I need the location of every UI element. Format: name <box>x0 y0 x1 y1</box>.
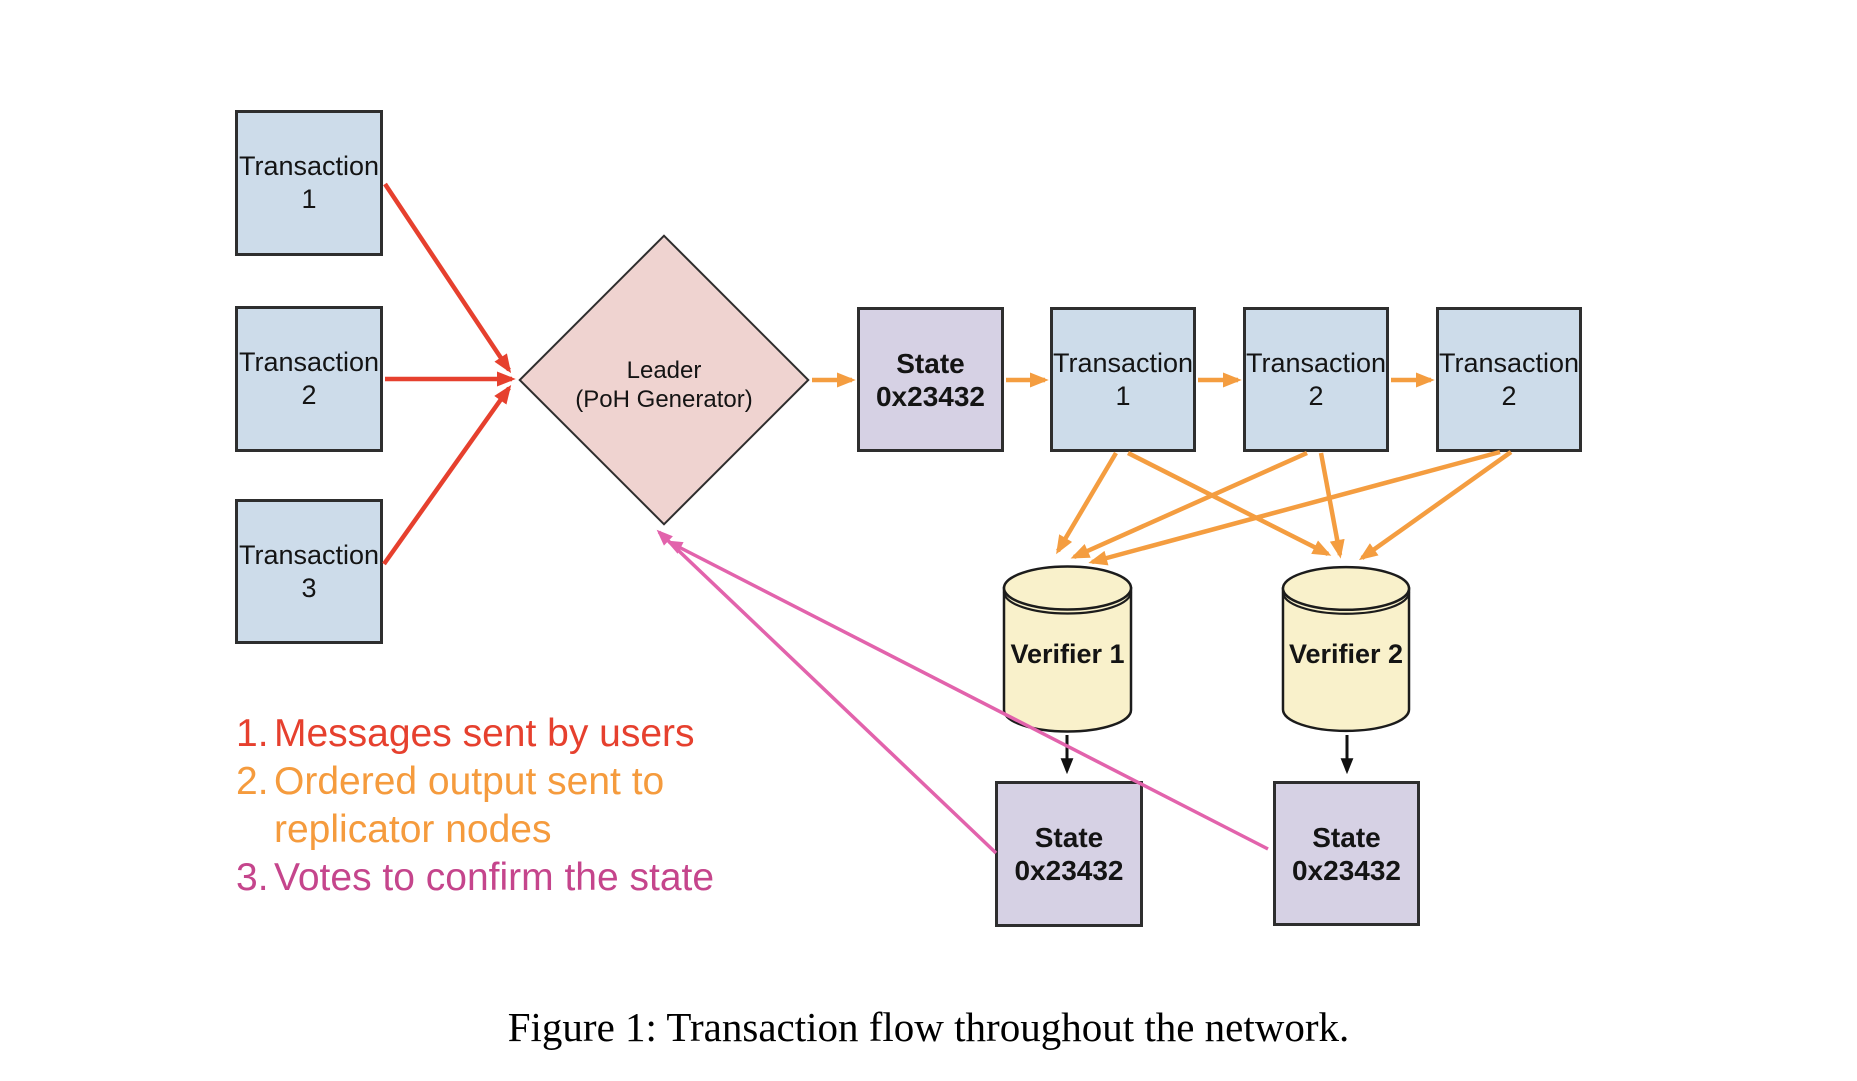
leader-label: Leader (PoH Generator) <box>544 356 784 414</box>
state-bottom-1-label: State 0x23432 <box>1014 821 1123 887</box>
legend-item-3-number: 3. <box>236 856 269 899</box>
figure-caption: Figure 1: Transaction flow throughout th… <box>507 1004 1350 1050</box>
verifier-1-cylinder: Verifier 1 <box>1002 563 1133 735</box>
verifier-2-cylinder-shape <box>1281 565 1411 733</box>
state-bottom-2-line2: 0x23432 <box>1291 854 1401 886</box>
transaction-3-top-line1: Transaction <box>1438 347 1580 378</box>
verifier-2-cylinder: Verifier 2 <box>1281 563 1411 735</box>
state-bottom-2-label: State 0x23432 <box>1292 821 1401 887</box>
state-bottom-1-line2: 0x23432 <box>1014 855 1124 886</box>
legend-item-votes: 3. Votes to confirm the state <box>236 854 756 902</box>
state-top-line1: State <box>896 347 965 379</box>
transaction-3-top-line2: 2 <box>1501 380 1517 411</box>
transaction-1-top-line1: Transaction <box>1052 347 1194 378</box>
state-bottom-1-line1: State <box>1034 822 1104 853</box>
transaction-2-top-line1: Transaction <box>1245 347 1387 378</box>
legend-item-1-number: 1. <box>236 712 269 755</box>
transaction-3-left-line1: Transaction <box>238 539 380 570</box>
transaction-2-top-label: Transaction 2 <box>1246 347 1386 413</box>
arrow-tx2-to-verifier1 <box>1070 450 1308 560</box>
transaction-1-left-label: Transaction 1 <box>239 150 379 216</box>
transaction-2-left-line2: 2 <box>301 380 317 410</box>
vote-line-state2-to-leader <box>666 540 1269 851</box>
transaction-3-top-box: Transaction 2 <box>1436 307 1582 452</box>
transaction-3-top-label: Transaction 2 <box>1439 347 1579 413</box>
transaction-2-left-box: Transaction 2 <box>235 306 383 452</box>
state-top-box: State 0x23432 <box>857 307 1004 452</box>
transaction-3-left-line2: 3 <box>301 572 317 603</box>
arrow-tx3-to-verifier2 <box>1358 450 1513 561</box>
leader-label-line2: (PoH Generator) <box>575 386 753 413</box>
transaction-1-top-box: Transaction 1 <box>1050 307 1196 452</box>
legend-item-2-text: Ordered output sent to replicator nodes <box>274 760 665 851</box>
legend: 1. Messages sent by users 2. Ordered out… <box>236 710 756 902</box>
legend-item-2-number: 2. <box>236 760 269 803</box>
transaction-1-left-line1: Transaction <box>238 151 380 181</box>
state-top-label: State 0x23432 <box>876 347 985 413</box>
transaction-3-left-label: Transaction 3 <box>239 539 379 605</box>
leader-label-line1: Leader <box>626 357 702 384</box>
transaction-1-top-label: Transaction 1 <box>1053 347 1193 413</box>
arrow-tx1-to-leader <box>383 182 512 374</box>
state-bottom-2-box: State 0x23432 <box>1273 781 1420 926</box>
arrow-tx3-to-leader <box>382 384 512 566</box>
arrow-tx1-to-verifier1 <box>1056 451 1118 555</box>
transaction-1-left-box: Transaction 1 <box>235 110 383 256</box>
transaction-1-left-line2: 1 <box>301 184 317 214</box>
arrow-tx3-to-verifier1 <box>1088 449 1501 566</box>
transaction-2-top-box: Transaction 2 <box>1243 307 1389 452</box>
legend-item-1-text: Messages sent by users <box>274 712 695 755</box>
state-top-line2: 0x23432 <box>875 380 985 412</box>
arrow-tx1-to-verifier2 <box>1126 450 1332 557</box>
arrow-tx2-to-verifier2 <box>1318 452 1345 559</box>
state-bottom-2-line1: State <box>1312 821 1381 853</box>
legend-item-3-text: Votes to confirm the state <box>274 856 715 899</box>
transaction-1-top-line2: 1 <box>1115 380 1131 411</box>
transaction-2-left-line1: Transaction <box>238 347 380 377</box>
transaction-2-top-line2: 2 <box>1308 380 1324 411</box>
state-bottom-1-box: State 0x23432 <box>995 781 1143 927</box>
legend-item-ordered-output: 2. Ordered output sent to replicator nod… <box>236 758 756 854</box>
verifier-2-label: Verifier 2 <box>1288 639 1404 669</box>
transaction-3-left-box: Transaction 3 <box>235 499 383 644</box>
verifier-1-label: Verifier 1 <box>1010 639 1125 669</box>
legend-item-messages: 1. Messages sent by users <box>236 710 756 758</box>
transaction-2-left-label: Transaction 2 <box>239 346 379 412</box>
